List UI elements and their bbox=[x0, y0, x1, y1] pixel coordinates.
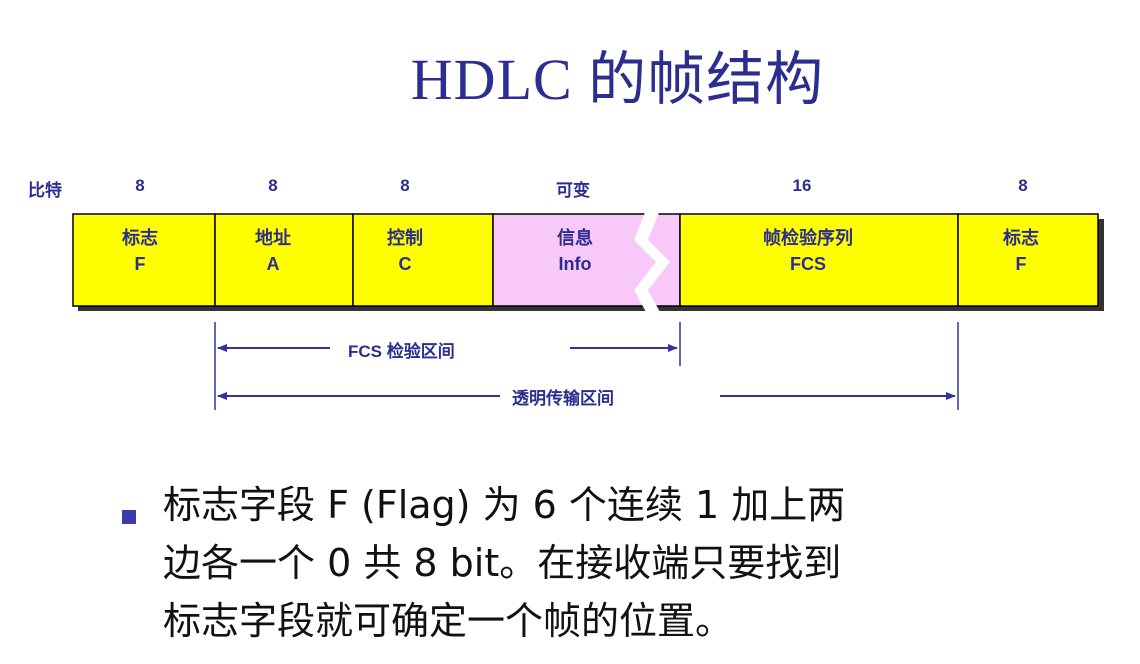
field-control bbox=[352, 213, 494, 307]
field-name: 帧检验序列 bbox=[763, 228, 853, 248]
field-name: 信息 bbox=[557, 228, 593, 248]
bit-widths-row: 比特 8 8 8 可变 16 8 bbox=[0, 176, 1140, 200]
bits-fcs: 16 bbox=[792, 176, 812, 195]
bullet-square-icon bbox=[122, 510, 136, 524]
field-abbr: Info bbox=[558, 254, 592, 274]
transparent-range-label: 透明传输区间 bbox=[506, 384, 620, 409]
field-name: 标志 bbox=[1003, 228, 1039, 248]
field-address-label: 地址 A bbox=[255, 225, 291, 277]
fcs-range-label: FCS 检验区间 bbox=[342, 337, 461, 362]
page-title: HDLC 的帧结构 bbox=[410, 47, 825, 112]
field-name: 控制 bbox=[387, 228, 423, 248]
field-info-label: 信息 Info bbox=[557, 225, 593, 277]
field-name: 标志 bbox=[122, 228, 158, 248]
field-flag-start bbox=[72, 213, 216, 307]
field-flag-start-label: 标志 F bbox=[122, 225, 158, 277]
bits-axis-label: 比特 bbox=[28, 181, 62, 200]
field-fcs bbox=[679, 213, 959, 307]
field-abbr: FCS bbox=[790, 254, 826, 274]
bits-flag-start: 8 bbox=[135, 176, 145, 195]
field-flag-end-label: 标志 F bbox=[1003, 225, 1039, 277]
field-abbr: F bbox=[1015, 254, 1027, 274]
bits-info: 可变 bbox=[556, 181, 590, 200]
field-abbr: F bbox=[134, 254, 146, 274]
field-fcs-label: 帧检验序列 FCS bbox=[763, 225, 853, 277]
info-break-mark bbox=[634, 210, 670, 312]
bits-control: 8 bbox=[400, 176, 410, 195]
field-abbr: A bbox=[266, 254, 280, 274]
field-abbr: C bbox=[398, 254, 412, 274]
field-flag-end bbox=[957, 213, 1099, 307]
bits-flag-end: 8 bbox=[1018, 176, 1028, 195]
field-control-label: 控制 C bbox=[387, 225, 423, 277]
field-name: 地址 bbox=[255, 228, 291, 248]
bullet-text: 标志字段 F (Flag) 为 6 个连续 1 加上两 边各一个 0 共 8 b… bbox=[163, 483, 846, 643]
bits-address: 8 bbox=[268, 176, 278, 195]
